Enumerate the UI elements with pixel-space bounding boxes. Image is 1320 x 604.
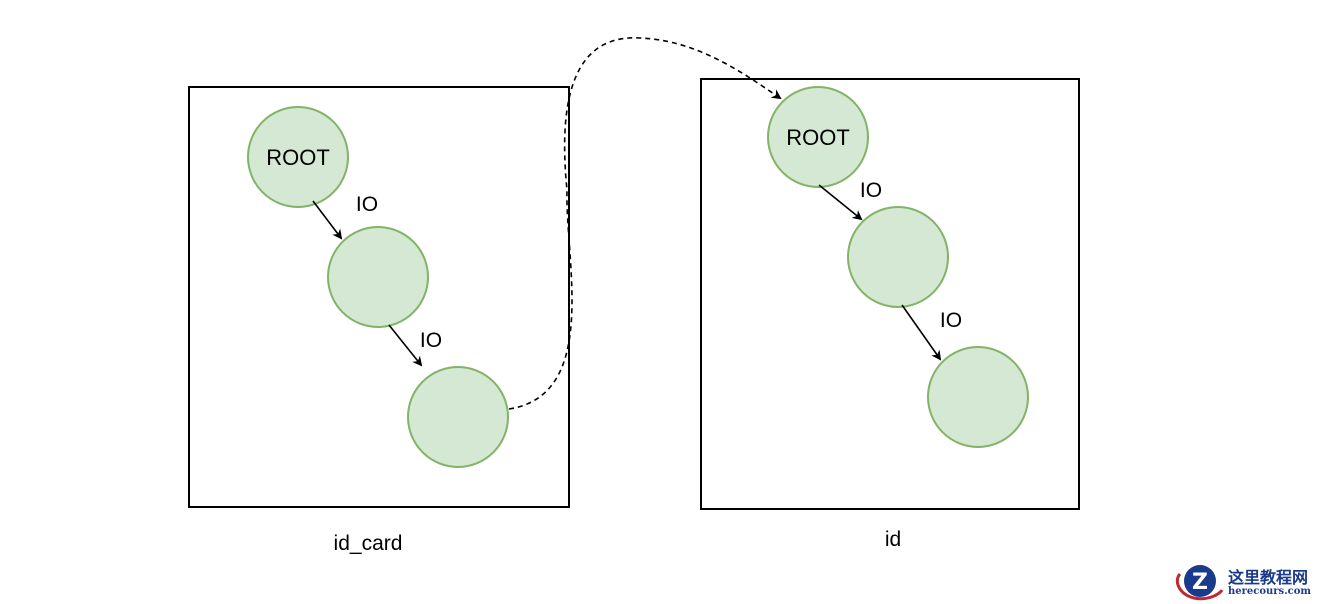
right-root-label: ROOT	[786, 125, 850, 150]
left-root-label: ROOT	[266, 145, 330, 170]
watermark-url: herecours.com	[1228, 586, 1312, 597]
left-leaf-node	[407, 366, 509, 468]
left-caption: id_card	[334, 532, 403, 555]
right-container-box	[700, 78, 1080, 510]
left-edge-label-1: IO	[356, 193, 378, 216]
right-edge-arrow-1	[818, 184, 863, 221]
right-leaf-node	[927, 346, 1029, 448]
right-edge-label-2: IO	[940, 309, 962, 332]
dashed-link-arrow	[508, 37, 782, 410]
watermark-title: 这里教程网	[1228, 568, 1309, 587]
left-edge-label-2: IO	[420, 329, 442, 352]
left-edge-arrow-2	[388, 324, 423, 367]
watermark-logo-icon: Z	[1175, 565, 1224, 601]
left-root-node	[247, 106, 349, 208]
left-edge-arrow-1	[312, 200, 343, 240]
right-edge-label-1: IO	[860, 179, 882, 202]
left-container-box	[188, 86, 570, 508]
right-child-node	[847, 206, 949, 308]
left-child-node	[327, 226, 429, 328]
watermark: Z 这里教程网 herecours.com	[1172, 560, 1320, 602]
right-root-node	[767, 86, 869, 188]
svg-text:Z: Z	[1192, 570, 1208, 595]
right-edge-arrow-2	[901, 304, 942, 361]
right-caption: id	[885, 528, 901, 551]
